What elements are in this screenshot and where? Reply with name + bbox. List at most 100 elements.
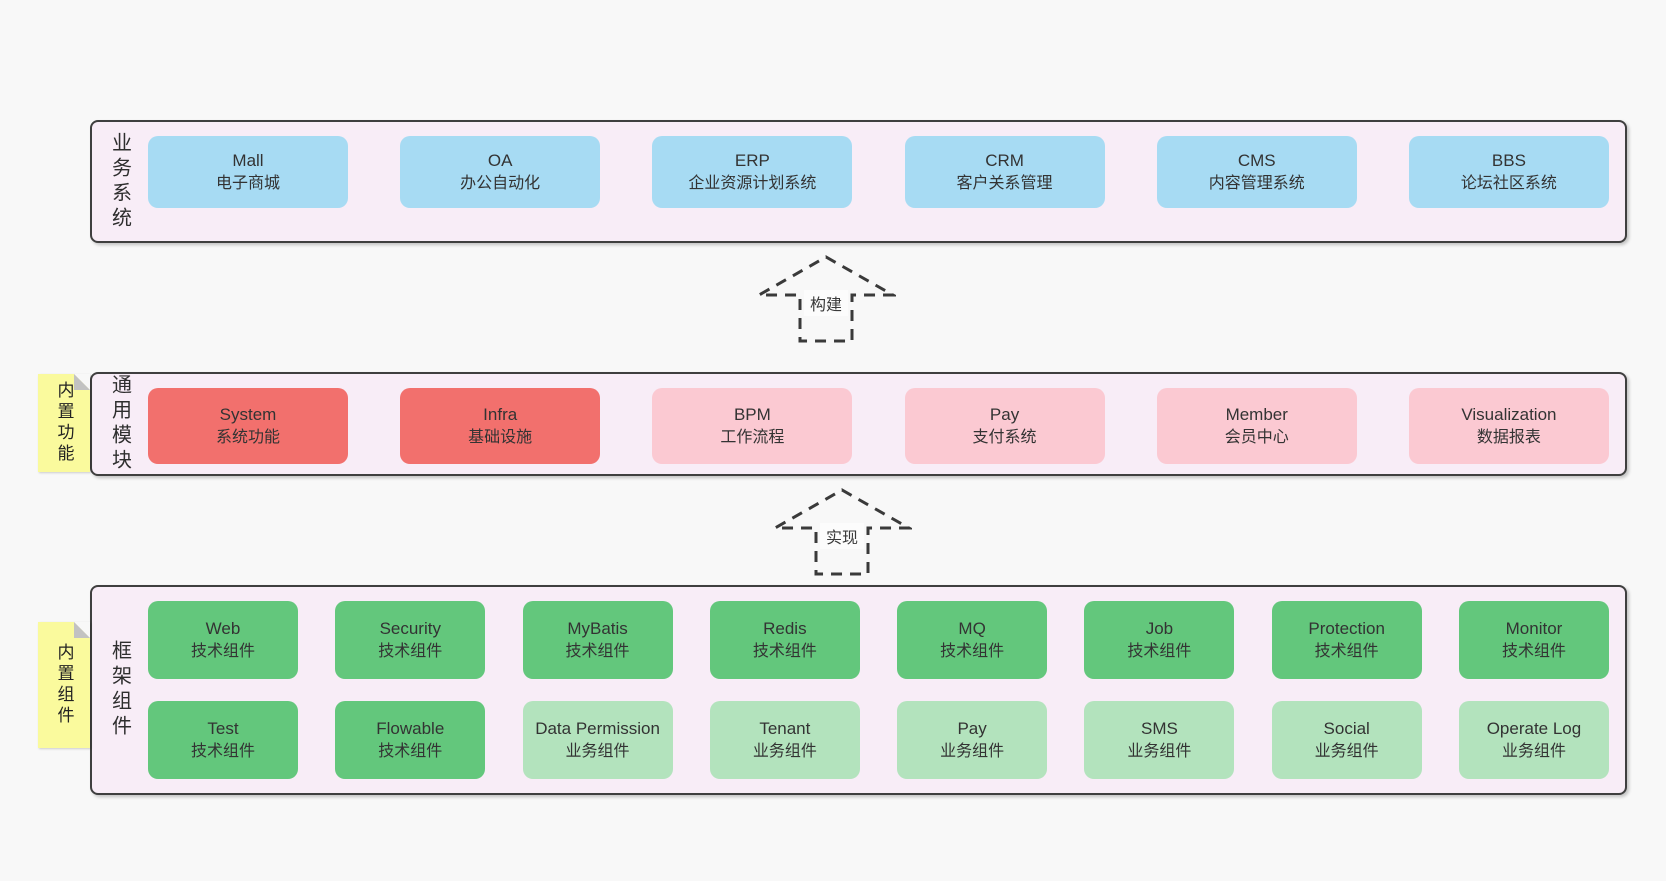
up-arrow-dashed-icon [756, 255, 896, 343]
box-monitor: Monitor 技术组件 [1458, 601, 1609, 679]
arrow-build-label: 构建 [803, 290, 849, 316]
note-text: 内置组件 [54, 643, 74, 727]
layer-common-modules: 通用模块 System 系统功能 Infra 基础设施 BPM 工作流程 Pay… [90, 372, 1627, 476]
box-title: Monitor [1505, 618, 1563, 638]
box-title: Mall [232, 150, 264, 170]
layer-modules-content: System 系统功能 Infra 基础设施 BPM 工作流程 Pay 支付系统… [148, 374, 1625, 474]
box-title: CMS [1237, 150, 1276, 170]
note-text: 内置功能 [54, 381, 74, 465]
layer-business-systems: 业务系统 Mall 电子商城 OA 办公自动化 ERP 企业资源计划系统 CRM… [90, 120, 1627, 243]
box-subtitle: 技术组件 [940, 642, 1005, 660]
box-subtitle: 基础设施 [468, 428, 533, 446]
box-social: Social 业务组件 [1271, 701, 1422, 779]
box-erp: ERP 企业资源计划系统 [652, 136, 853, 208]
arrow-build: 构建 [756, 254, 896, 344]
box-crm: CRM 客户关系管理 [904, 136, 1105, 208]
layer-label-business-systems: 业务系统 [108, 131, 131, 232]
box-infra: Infra 基础设施 [400, 388, 601, 464]
box-subtitle: 技术组件 [565, 642, 630, 660]
note-fold-corner-icon [74, 374, 90, 390]
box-mybatis: MyBatis 技术组件 [522, 601, 673, 679]
box-subtitle: 业务组件 [940, 742, 1005, 760]
box-title: Job [1145, 618, 1174, 638]
box-subtitle: 技术组件 [1501, 642, 1566, 660]
box-subtitle: 业务组件 [565, 742, 630, 760]
box-title: Data Permission [535, 718, 660, 738]
up-arrow-dashed-icon [772, 488, 912, 576]
box-title: MyBatis [567, 618, 628, 638]
box-subtitle: 业务组件 [752, 742, 817, 760]
box-title: Pay [957, 718, 987, 738]
box-subtitle: 论坛社区系统 [1460, 174, 1557, 192]
box-title: Web [205, 618, 241, 638]
box-subtitle: 系统功能 [215, 428, 280, 446]
box-subtitle: 电子商城 [215, 174, 280, 192]
box-subtitle: 技术组件 [190, 742, 255, 760]
box-title: Protection [1308, 618, 1385, 638]
box-job: Job 技术组件 [1084, 601, 1235, 679]
box-title: Social [1323, 718, 1370, 738]
box-title: ERP [734, 150, 770, 170]
box-test: Test 技术组件 [148, 701, 298, 779]
box-title: Infra [483, 404, 518, 424]
box-mall: Mall 电子商城 [148, 136, 348, 208]
box-protection: Protection 技术组件 [1271, 601, 1422, 679]
box-title: Member [1225, 404, 1288, 424]
box-title: Redis [763, 618, 807, 638]
layer-label-common-modules: 通用模块 [108, 374, 131, 474]
box-tenant: Tenant 业务组件 [709, 701, 860, 779]
box-title: BBS [1491, 150, 1526, 170]
box-subtitle: 业务组件 [1501, 742, 1566, 760]
box-subtitle: 数据报表 [1476, 428, 1541, 446]
box-pay: Pay 支付系统 [904, 388, 1105, 464]
arrow-implement-label: 实现 [819, 523, 865, 549]
box-data-permission: Data Permission 业务组件 [522, 701, 673, 779]
box-cms: CMS 内容管理系统 [1156, 136, 1357, 208]
box-subtitle: 技术组件 [752, 642, 817, 660]
box-visualization: Visualization 数据报表 [1408, 388, 1609, 464]
box-title: Visualization [1461, 404, 1557, 424]
business-row: Mall 电子商城 OA 办公自动化 ERP 企业资源计划系统 CRM 客户关系… [148, 136, 1609, 208]
components-row-2: Test 技术组件 Flowable 技术组件 Data Permission … [148, 701, 1609, 779]
layer-components-content: Web 技术组件 Security 技术组件 MyBatis 技术组件 Redi… [148, 587, 1625, 793]
box-title: MQ [958, 618, 986, 638]
box-system: System 系统功能 [148, 388, 348, 464]
box-member: Member 会员中心 [1156, 388, 1357, 464]
note-built-in-components: 内置组件 [38, 622, 90, 748]
arrow-implement: 实现 [772, 487, 912, 577]
box-title: Test [207, 718, 239, 738]
box-subtitle: 工作流程 [720, 428, 785, 446]
box-title: Flowable [376, 718, 445, 738]
box-subtitle: 技术组件 [190, 642, 255, 660]
box-pay-business: Pay 业务组件 [897, 701, 1048, 779]
box-oa: OA 办公自动化 [400, 136, 601, 208]
box-title: SMS [1140, 718, 1178, 738]
box-subtitle: 业务组件 [1314, 742, 1379, 760]
box-subtitle: 内容管理系统 [1208, 174, 1305, 192]
box-title: BPM [733, 404, 771, 424]
note-fold-corner-icon [74, 622, 90, 638]
box-subtitle: 技术组件 [1127, 642, 1192, 660]
box-title: Operate Log [1486, 718, 1582, 738]
modules-row: System 系统功能 Infra 基础设施 BPM 工作流程 Pay 支付系统… [148, 388, 1609, 464]
box-web: Web 技术组件 [148, 601, 298, 679]
box-title: CRM [985, 150, 1024, 170]
components-row-1: Web 技术组件 Security 技术组件 MyBatis 技术组件 Redi… [148, 601, 1609, 679]
box-subtitle: 技术组件 [378, 742, 443, 760]
box-subtitle: 客户关系管理 [956, 174, 1053, 192]
box-title: OA [487, 150, 513, 170]
box-bbs: BBS 论坛社区系统 [1408, 136, 1609, 208]
box-subtitle: 业务组件 [1127, 742, 1192, 760]
box-security: Security 技术组件 [335, 601, 486, 679]
layer-business-content: Mall 电子商城 OA 办公自动化 ERP 企业资源计划系统 CRM 客户关系… [148, 122, 1625, 241]
box-flowable: Flowable 技术组件 [335, 701, 486, 779]
layer-label-framework-components: 框架组件 [108, 640, 131, 740]
box-mq: MQ 技术组件 [897, 601, 1048, 679]
box-bpm: BPM 工作流程 [652, 388, 853, 464]
box-redis: Redis 技术组件 [709, 601, 860, 679]
box-operate-log: Operate Log 业务组件 [1458, 701, 1609, 779]
box-subtitle: 办公自动化 [460, 174, 541, 192]
box-title: Tenant [759, 718, 811, 738]
box-subtitle: 企业资源计划系统 [688, 174, 817, 192]
box-title: Security [379, 618, 441, 638]
